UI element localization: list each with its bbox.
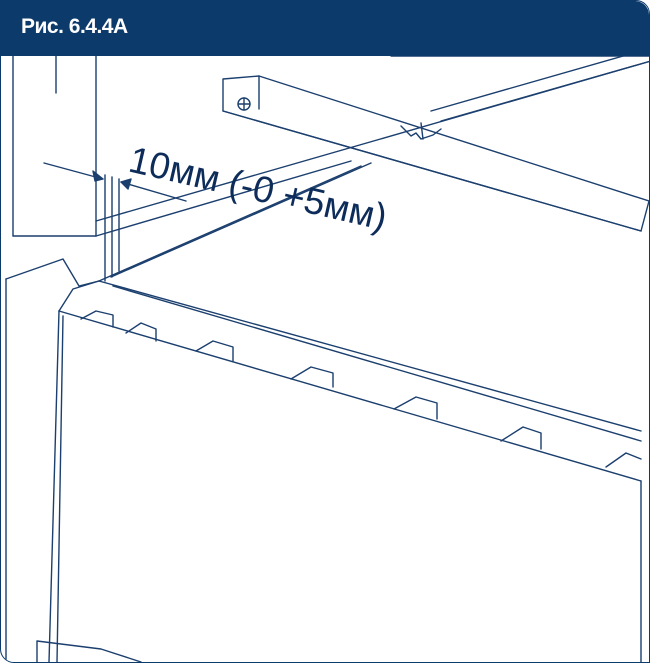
panel — [5, 162, 642, 662]
dimension-marker — [43, 162, 187, 282]
figure-label: Рис. 6.4.4A — [21, 15, 128, 38]
figure-header: Рис. 6.4.4A — [1, 1, 649, 56]
panel-ribs — [80, 310, 642, 468]
technical-drawing: 10мм (-0 +5мм) — [5, 56, 649, 662]
left-wall — [12, 56, 97, 237]
wooden-batten — [222, 75, 649, 232]
rear-frame — [95, 56, 649, 237]
dimension-label: 10мм (-0 +5мм) — [125, 139, 391, 238]
